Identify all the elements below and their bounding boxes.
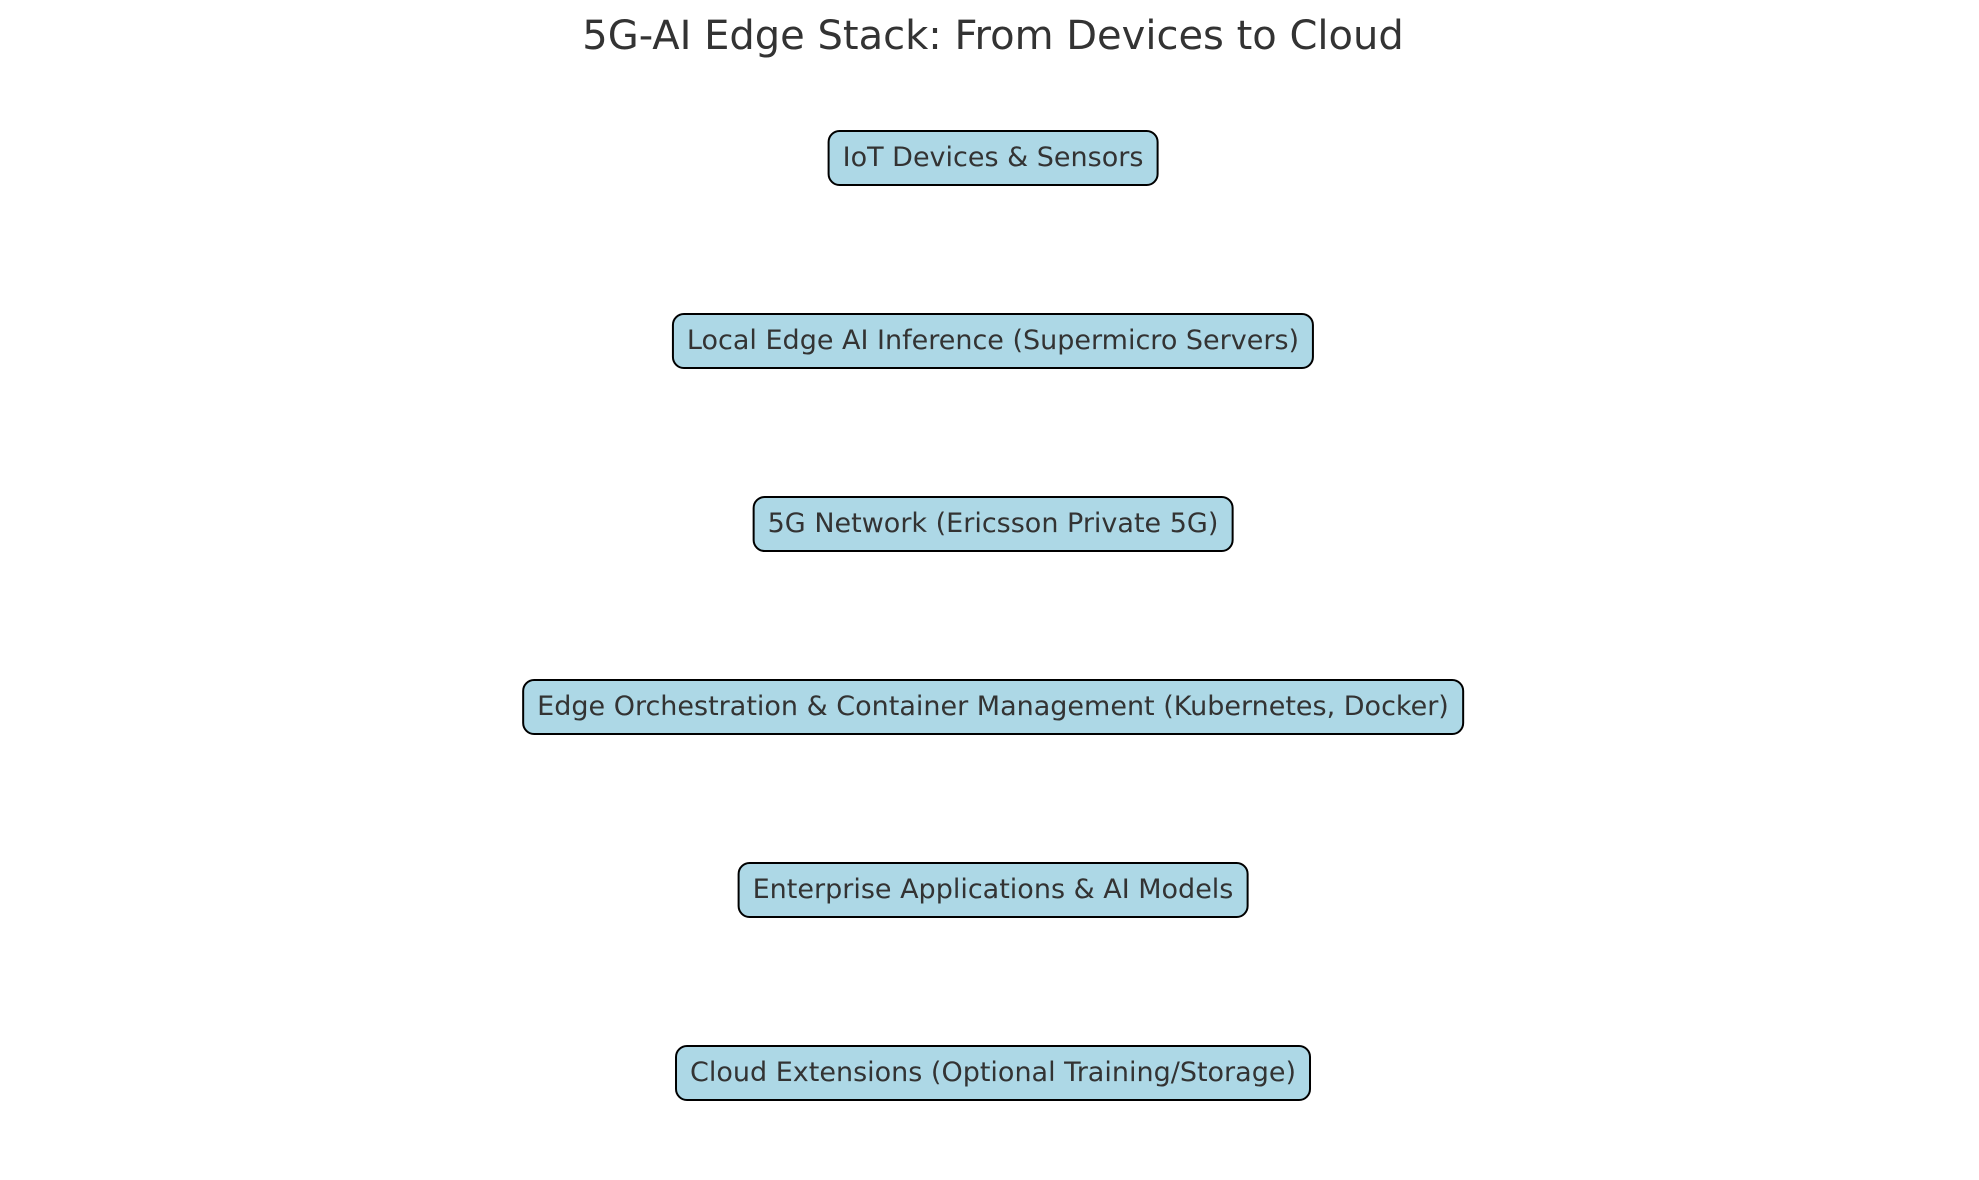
layer-local-edge-ai-inference: Local Edge AI Inference (Supermicro Serv… [671, 313, 1315, 369]
layer-iot-devices: IoT Devices & Sensors [827, 130, 1159, 186]
layer-5g-network: 5G Network (Ericsson Private 5G) [752, 496, 1234, 552]
diagram-title: 5G-AI Edge Stack: From Devices to Cloud [582, 13, 1404, 59]
layer-cloud-extensions: Cloud Extensions (Optional Training/Stor… [675, 1045, 1311, 1101]
layer-edge-orchestration: Edge Orchestration & Container Managemen… [522, 679, 1464, 735]
layer-enterprise-applications: Enterprise Applications & AI Models [737, 862, 1249, 918]
